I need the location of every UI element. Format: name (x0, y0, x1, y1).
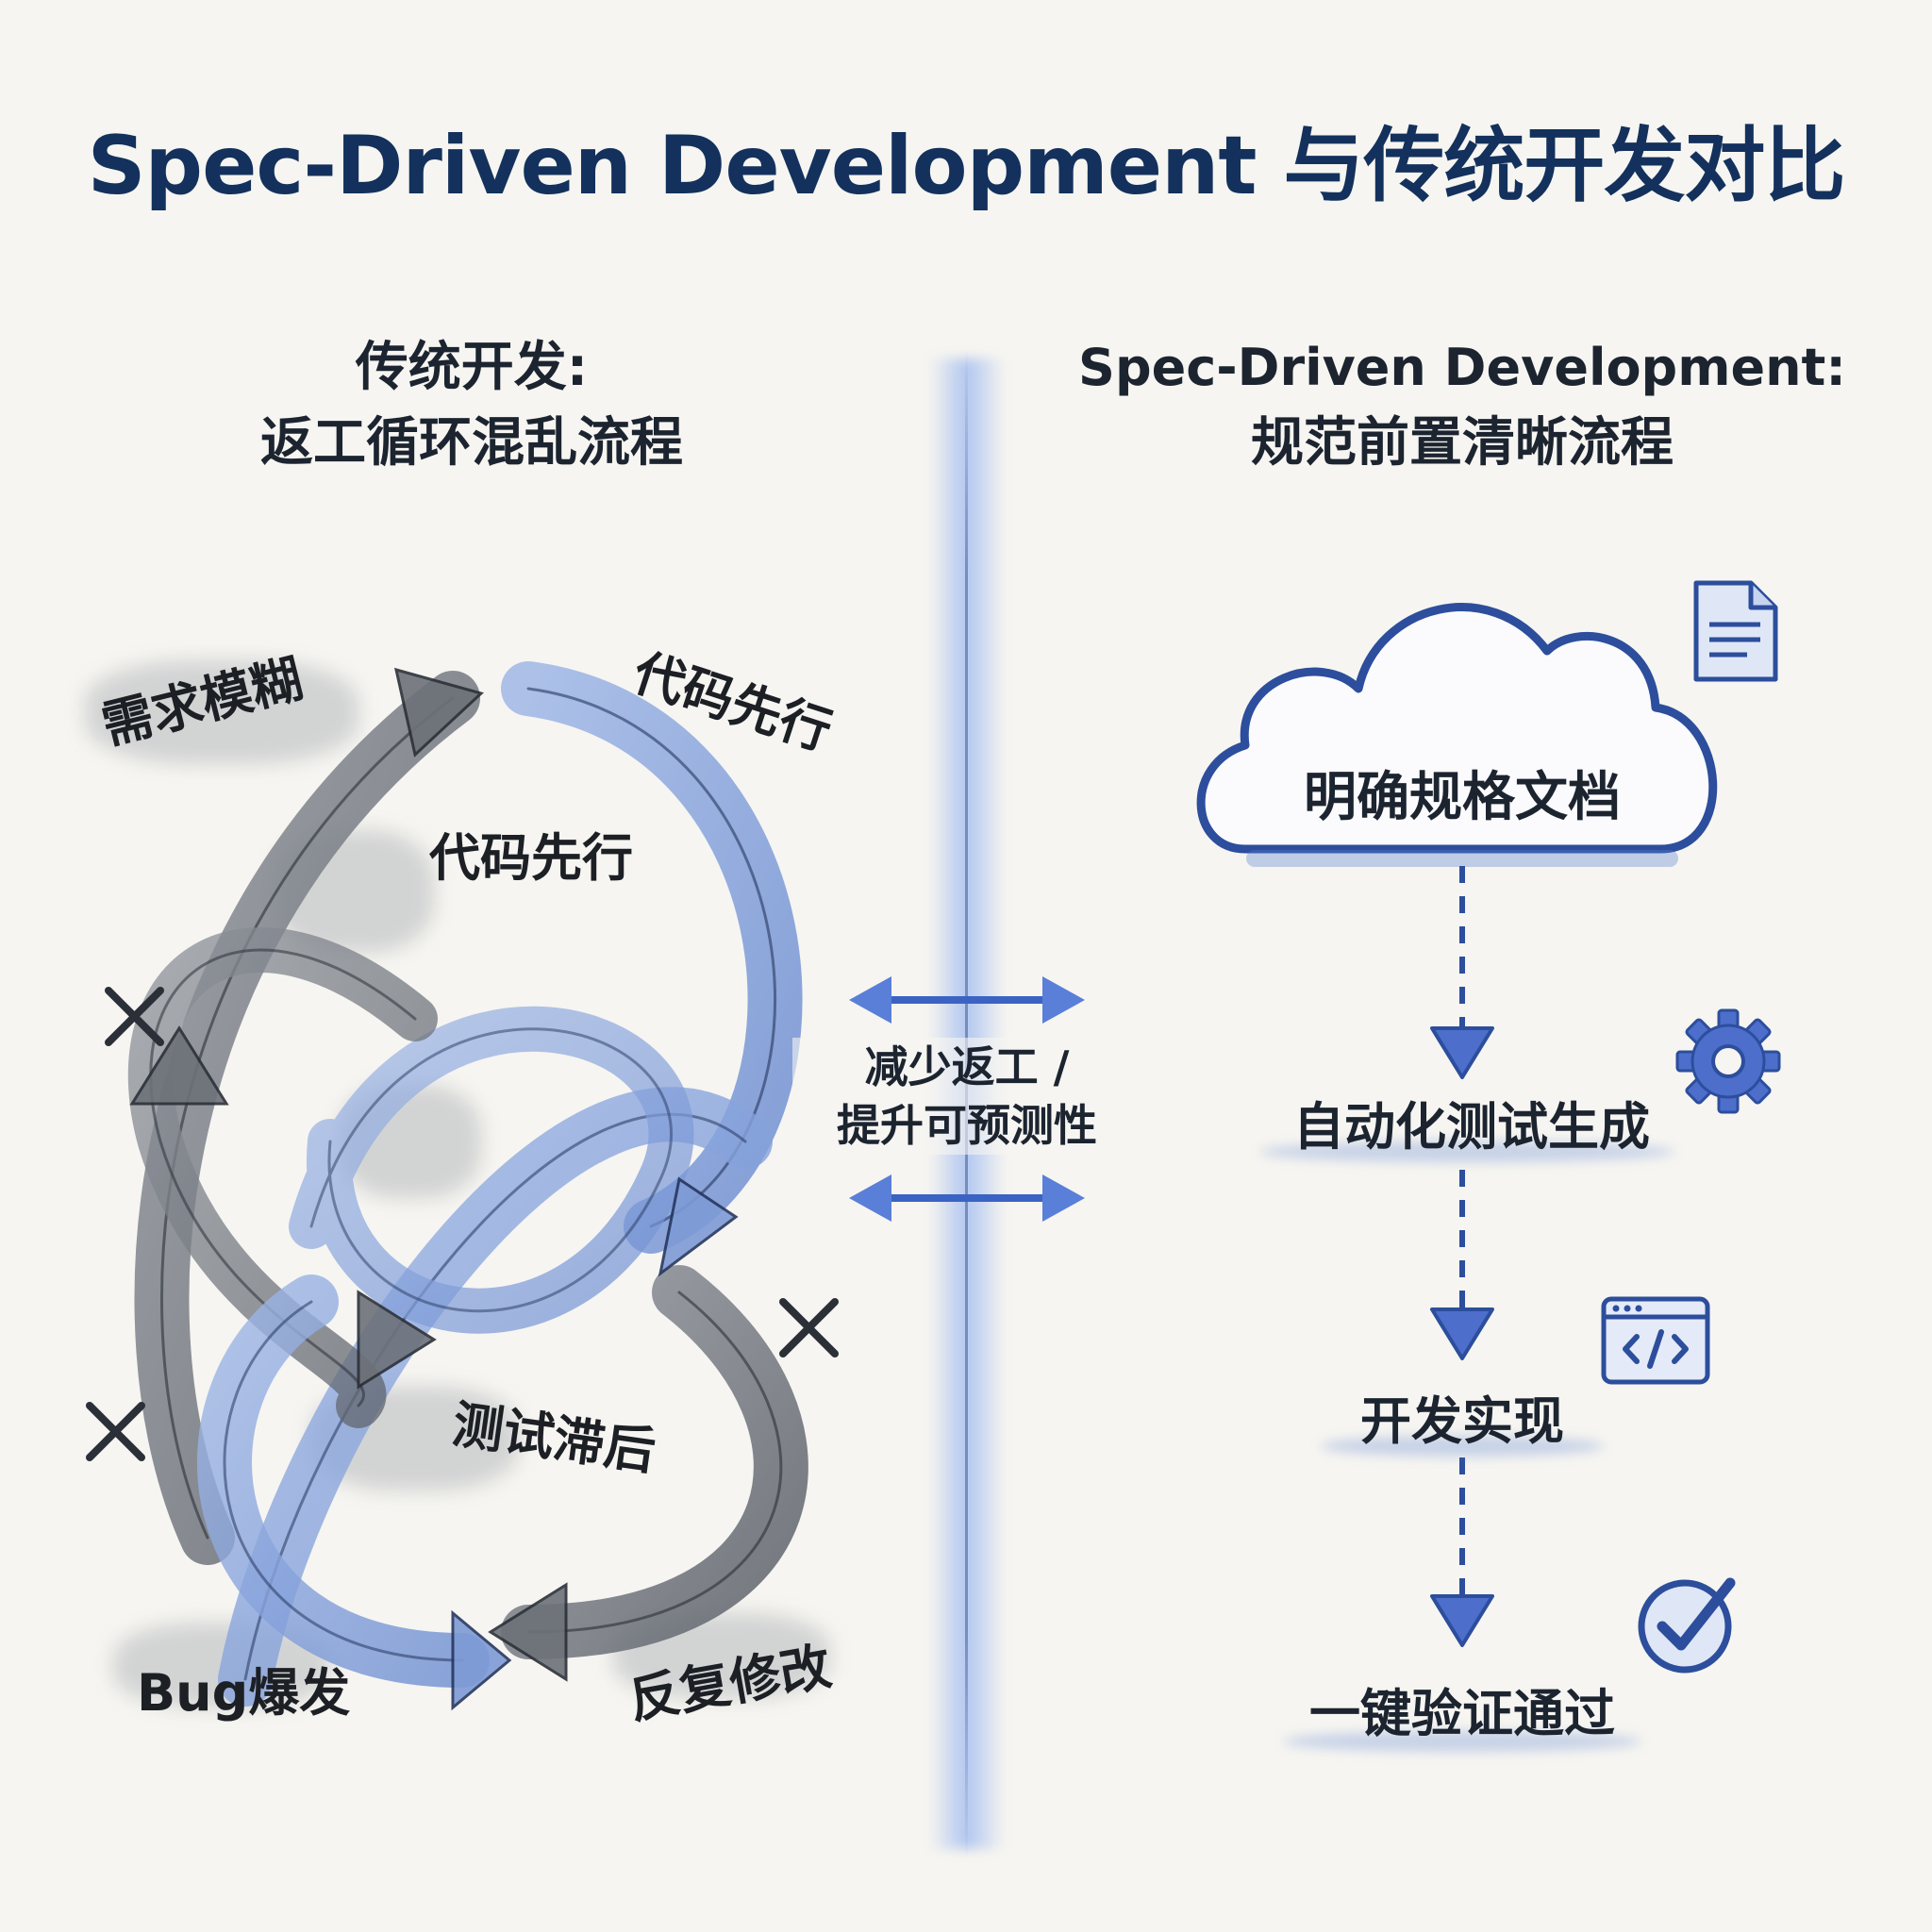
left-heading-line1: 传统开发: (355, 337, 589, 398)
arrowhead (451, 1609, 512, 1711)
arrowhead (357, 1290, 437, 1390)
right-heading: Spec-Driven Development: 规范前置清晰流程 (1057, 330, 1868, 481)
flow-connector (1430, 866, 1494, 1647)
step-test-generation: 自动化测试生成 (1293, 1097, 1650, 1157)
left-heading-line2: 返工循环混乱流程 (260, 412, 683, 474)
arrowhead (488, 1582, 568, 1682)
document-icon (1693, 580, 1778, 682)
gear-icon (1675, 1008, 1781, 1114)
chaotic-loop-diagram (86, 661, 839, 1711)
down-arrow-icon (1430, 1026, 1494, 1647)
label-bug-outbreak: Bug爆发 (137, 1663, 351, 1723)
center-summary: 减少返工 / 提升可预测性 (792, 1038, 1141, 1155)
arrowhead (658, 1176, 739, 1277)
double-arrow-icon (849, 976, 1085, 1024)
check-circle-icon (1638, 1577, 1736, 1674)
step-spec-document: 明确规格文档 (1304, 767, 1621, 828)
label-code-first-mid: 代码先行 (429, 828, 633, 888)
loop-arrowheads (129, 667, 739, 1711)
right-heading-line2: 规范前置清晰流程 (1251, 412, 1674, 474)
cloud-shape (1196, 603, 1718, 867)
arrowhead (393, 667, 484, 758)
smudge (85, 660, 358, 764)
center-summary-line2: 提升可预测性 (837, 1100, 1097, 1151)
page-title: Spec-Driven Development 与传统开发对比 (87, 119, 1846, 213)
code-window-icon (1601, 1296, 1710, 1385)
step-underline (1321, 1436, 1604, 1457)
cross-mark-icon (86, 987, 839, 1461)
loop-band-blue-3 (289, 1006, 694, 1334)
left-heading: 传统开发: 返工循环混乱流程 (94, 330, 849, 481)
step-development: 开发实现 (1360, 1391, 1564, 1451)
double-arrow-icon (849, 1174, 1085, 1222)
right-heading-line1: Spec-Driven Development: (1078, 338, 1846, 397)
step-underline (1259, 1141, 1674, 1162)
arrowhead (129, 1025, 229, 1106)
center-summary-line1: 减少返工 / (864, 1041, 1070, 1092)
step-one-click-verify: 一键验证通过 (1309, 1684, 1615, 1743)
step-underline (1283, 1731, 1641, 1752)
